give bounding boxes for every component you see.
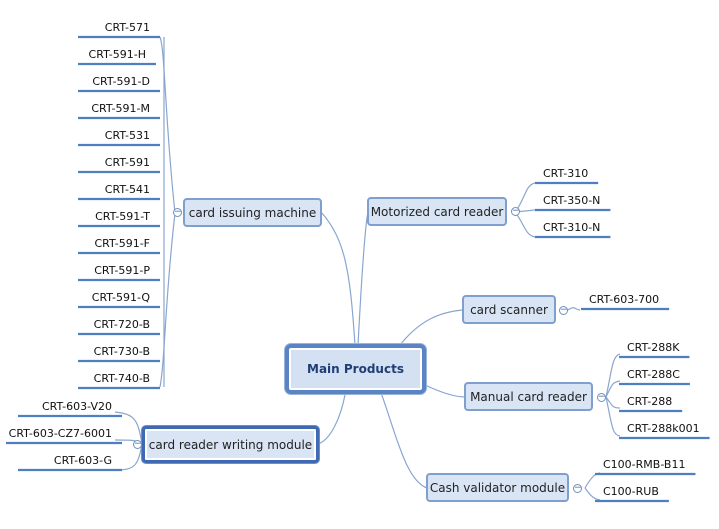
subtopic-item[interactable]: CRT-541 — [104, 183, 150, 196]
subtopic-item[interactable]: CRT-591-P — [94, 264, 150, 277]
topic-card-scanner[interactable]: card scanner — [462, 295, 556, 324]
subtopic-item[interactable]: CRT-603-V20 — [41, 400, 112, 413]
topic-card-issuing-machine[interactable]: card issuing machine — [183, 198, 322, 227]
topic-cash-validator-module[interactable]: Cash validator module — [426, 473, 569, 502]
topic-label: Cash validator module — [429, 480, 566, 495]
topic-label: Motorized card reader — [370, 204, 504, 219]
subtopic-item[interactable]: CRT-310 — [543, 167, 589, 180]
subtopic-item[interactable]: CRT-288k001 — [627, 422, 700, 435]
subtopic-item[interactable]: CRT-310-N — [543, 221, 601, 234]
subtopic-item[interactable]: CRT-730-B — [93, 345, 150, 358]
subtopic-item[interactable]: CRT-720-B — [93, 318, 150, 331]
topic-label: card reader writing module — [148, 437, 313, 452]
topic-label: card issuing machine — [188, 205, 317, 220]
subtopic-item[interactable]: CRT-591-D — [92, 75, 150, 88]
collapse-toggle-icon[interactable]: − — [573, 483, 582, 493]
collapse-toggle-icon[interactable]: − — [511, 206, 520, 216]
subtopic-item[interactable]: CRT-288C — [627, 368, 680, 381]
topic-label: Manual card reader — [470, 389, 587, 404]
subtopic-item[interactable]: CRT-288K — [627, 341, 680, 354]
subtopic-item[interactable]: CRT-603-G — [53, 454, 112, 467]
subtopic-item[interactable]: CRT-591-T — [95, 210, 150, 223]
collapse-toggle-icon[interactable]: − — [597, 392, 606, 402]
collapse-toggle-icon[interactable]: − — [173, 207, 182, 217]
subtopic-item[interactable]: CRT-591-Q — [91, 291, 150, 304]
subtopic-item[interactable]: CRT-603-700 — [589, 293, 660, 306]
topic-motorized-card-reader[interactable]: Motorized card reader — [367, 197, 507, 226]
subtopic-item[interactable]: CRT-591 — [104, 156, 150, 169]
subtopic-item[interactable]: CRT-288 — [627, 395, 673, 408]
collapse-toggle-icon[interactable]: − — [133, 439, 142, 449]
subtopic-item[interactable]: CRT-740-B — [93, 372, 150, 385]
topic-card-reader-writing-module[interactable]: card reader writing module — [142, 426, 319, 463]
topic-label: card scanner — [470, 302, 548, 317]
subtopic-item[interactable]: CRT-591-M — [91, 102, 150, 115]
central-topic[interactable]: Main Products — [285, 344, 426, 394]
subtopic-item[interactable]: CRT-350-N — [543, 194, 601, 207]
subtopic-item[interactable]: CRT-603-CZ7-6001 — [8, 427, 112, 440]
subtopic-item[interactable]: CRT-571 — [104, 21, 150, 34]
subtopic-item[interactable]: CRT-591-F — [94, 237, 151, 250]
topic-manual-card-reader[interactable]: Manual card reader — [464, 382, 593, 411]
collapse-toggle-icon[interactable]: − — [559, 305, 568, 315]
central-topic-label: Main Products — [307, 362, 404, 376]
subtopic-item[interactable]: CRT-531 — [104, 129, 150, 142]
subtopic-item[interactable]: C100-RUB — [603, 485, 659, 498]
subtopic-item[interactable]: C100-RMB-B11 — [603, 458, 686, 471]
subtopic-item[interactable]: CRT-591-H — [88, 48, 146, 61]
